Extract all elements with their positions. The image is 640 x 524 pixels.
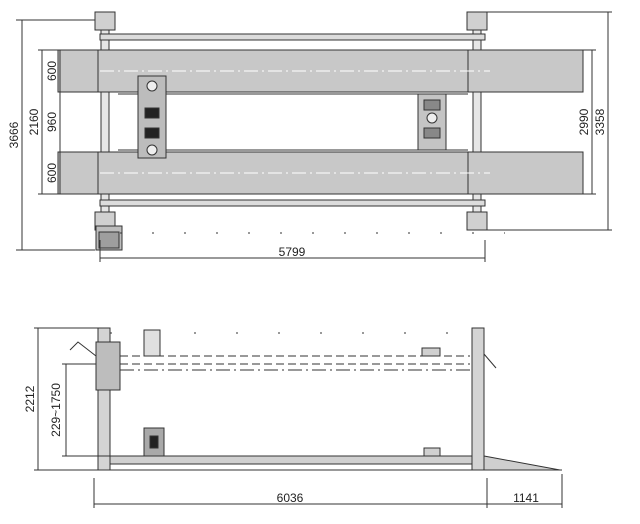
dim-runway-length: 5799 — [279, 245, 306, 259]
post-top-left — [94, 11, 116, 231]
side-post-right — [471, 327, 485, 471]
dim-lift-range: 229~1750 — [49, 383, 63, 437]
side-jack-lowered — [143, 427, 165, 457]
side-runway — [109, 455, 473, 465]
dim-runway-top: 600 — [45, 61, 59, 81]
dim-column-span: 3358 — [593, 108, 607, 135]
cross-beam-bottom — [99, 199, 486, 207]
dim-gap: 960 — [45, 112, 59, 132]
jack-right — [417, 93, 447, 151]
dim-runway-span: 2990 — [577, 108, 591, 135]
post-top-right — [466, 11, 488, 231]
side-ramp — [483, 455, 561, 471]
dim-ramp-length: 1141 — [513, 491, 539, 505]
dim-max-height: 2212 — [23, 385, 37, 412]
jack-left — [137, 75, 167, 159]
top-view — [16, 11, 612, 262]
cross-beam-top — [99, 33, 486, 41]
dim-overall-width: 3666 — [7, 121, 21, 148]
dim-runway-bottom: 600 — [45, 163, 59, 183]
dim-inner-span: 2160 — [27, 108, 41, 135]
post-bottom-left — [94, 211, 123, 251]
dim-length: 6036 — [277, 491, 304, 505]
side-jack-raised — [143, 329, 161, 357]
post-bottom-right — [466, 211, 488, 231]
control-box — [95, 341, 121, 391]
side-view — [34, 327, 563, 508]
